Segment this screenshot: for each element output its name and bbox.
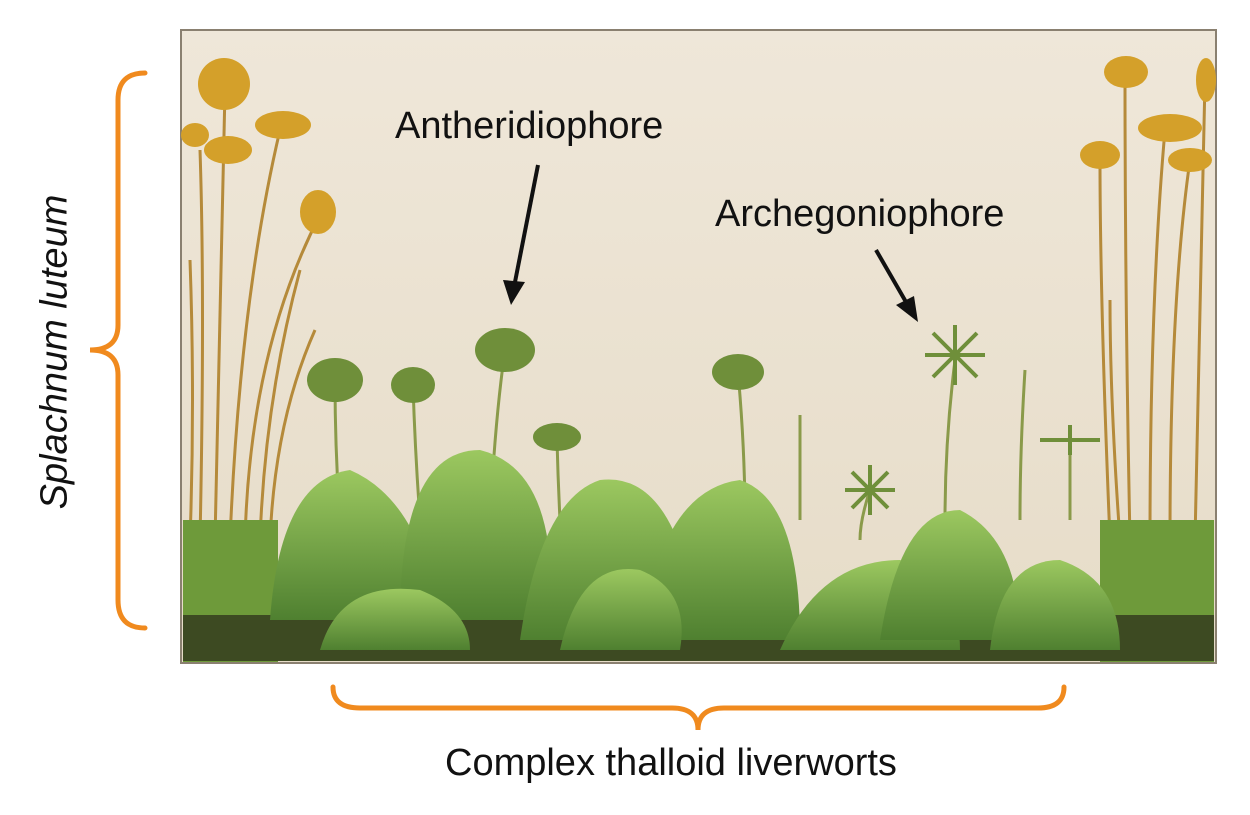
splachnum-right — [1098, 74, 1207, 541]
moss-caps-left — [181, 58, 336, 234]
antheridiophore-caps — [307, 328, 764, 451]
antheridiophore-arrow — [503, 164, 540, 305]
thallus-leaves — [270, 450, 1120, 650]
antheridiophore-label: Antheridiophore — [395, 105, 664, 147]
archegoniophore-label: Archegoniophore — [715, 193, 1005, 235]
splachnum-label: Splachnum luteum — [33, 194, 76, 510]
archegoniophore-arrow — [874, 249, 918, 322]
illustration — [180, 29, 1217, 664]
left-brace — [89, 70, 148, 631]
archegoniophore-caps — [845, 325, 1100, 515]
bottom-brace — [330, 684, 1067, 731]
liverworts-label: Complex thalloid liverworts — [445, 742, 897, 784]
moss-caps-right — [1080, 56, 1216, 172]
